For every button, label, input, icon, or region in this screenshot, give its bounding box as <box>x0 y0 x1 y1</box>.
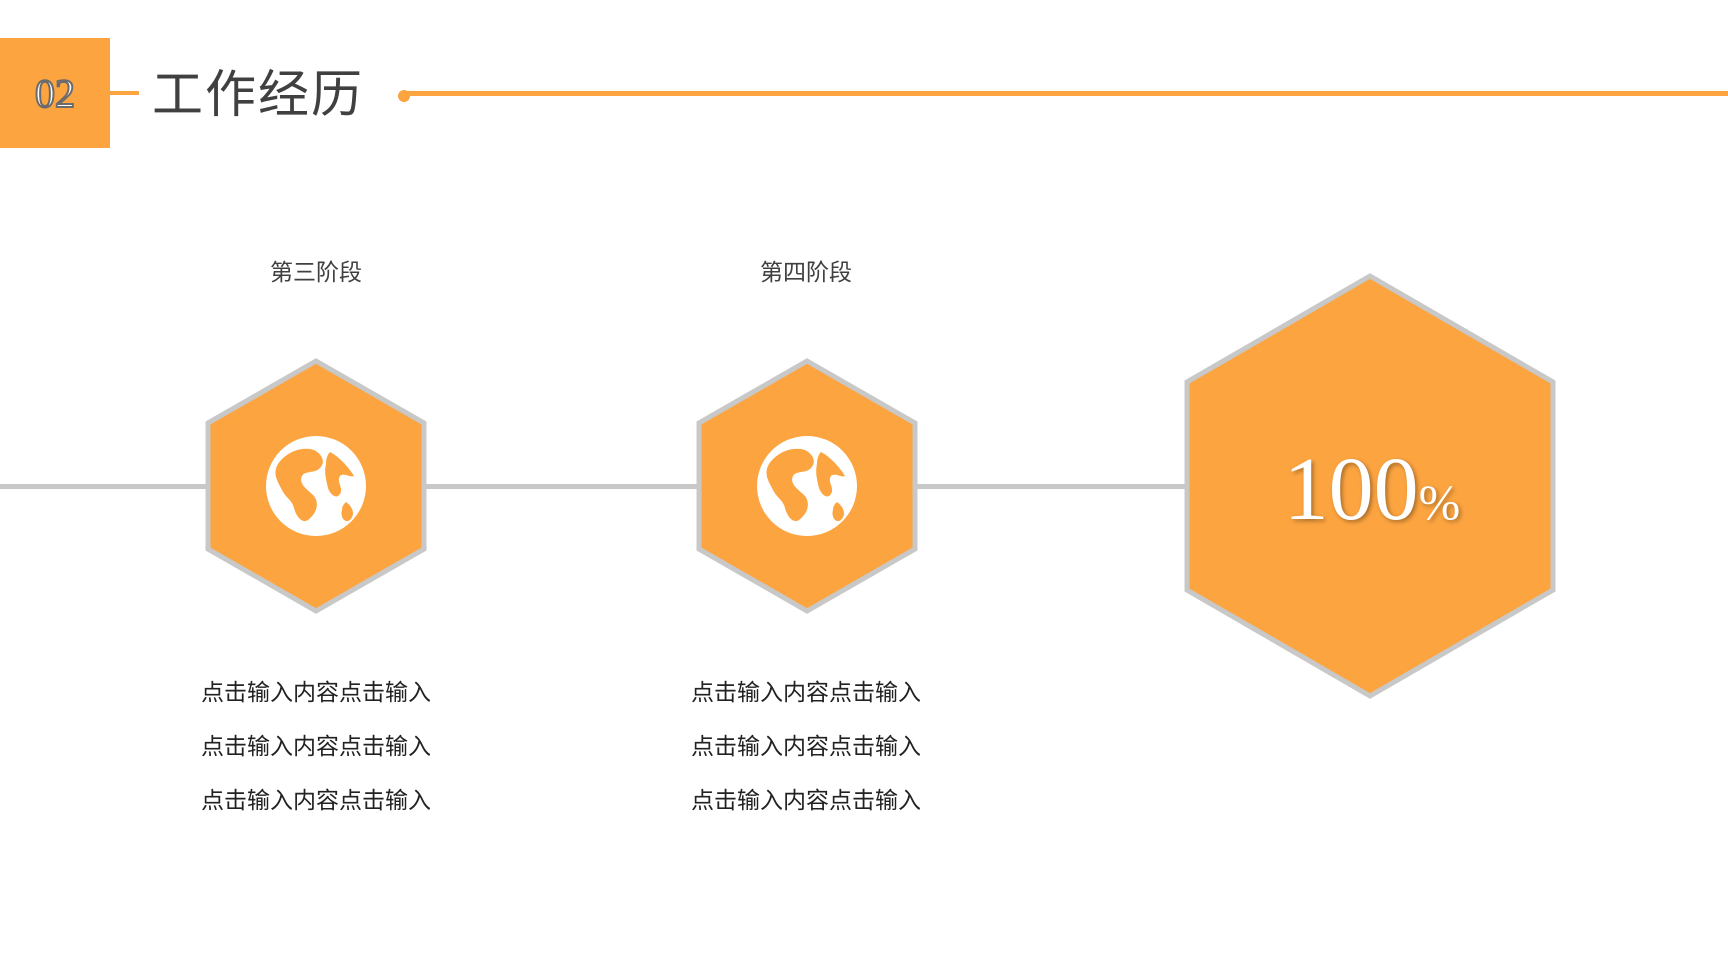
stage-3-line-3: 点击输入内容点击输入 <box>201 788 431 814</box>
stage-4-description: 点击输入内容点击输入 点击输入内容点击输入 点击输入内容点击输入 <box>656 666 956 828</box>
title-divider-line <box>404 91 1728 96</box>
stage-3-description: 点击输入内容点击输入 点击输入内容点击输入 点击输入内容点击输入 <box>166 666 466 828</box>
stage-label-3: 第三阶段 <box>270 260 362 286</box>
completion-hexagon <box>1184 273 1556 699</box>
stage-4-hexagon <box>696 358 918 614</box>
completion-value: 100 <box>1283 440 1419 539</box>
globe-icon <box>757 436 857 536</box>
stage-label-4: 第四阶段 <box>760 260 852 286</box>
globe-icon <box>266 436 366 536</box>
title-tick-line <box>110 91 139 95</box>
completion-unit: % <box>1418 474 1461 530</box>
stage-4-line-2: 点击输入内容点击输入 <box>691 734 921 760</box>
page-title: 工作经历 <box>152 66 365 125</box>
stage-3-line-2: 点击输入内容点击输入 <box>201 734 431 760</box>
stage-4-line-3: 点击输入内容点击输入 <box>691 788 921 814</box>
section-number-badge: 02 <box>0 38 110 148</box>
stage-3-line-1: 点击输入内容点击输入 <box>201 680 431 706</box>
stage-3-hexagon <box>205 358 427 614</box>
timeline-line <box>0 484 1195 489</box>
stage-4-line-1: 点击输入内容点击输入 <box>691 680 921 706</box>
section-number: 02 <box>34 70 76 117</box>
completion-percentage: 100% <box>1188 438 1556 558</box>
